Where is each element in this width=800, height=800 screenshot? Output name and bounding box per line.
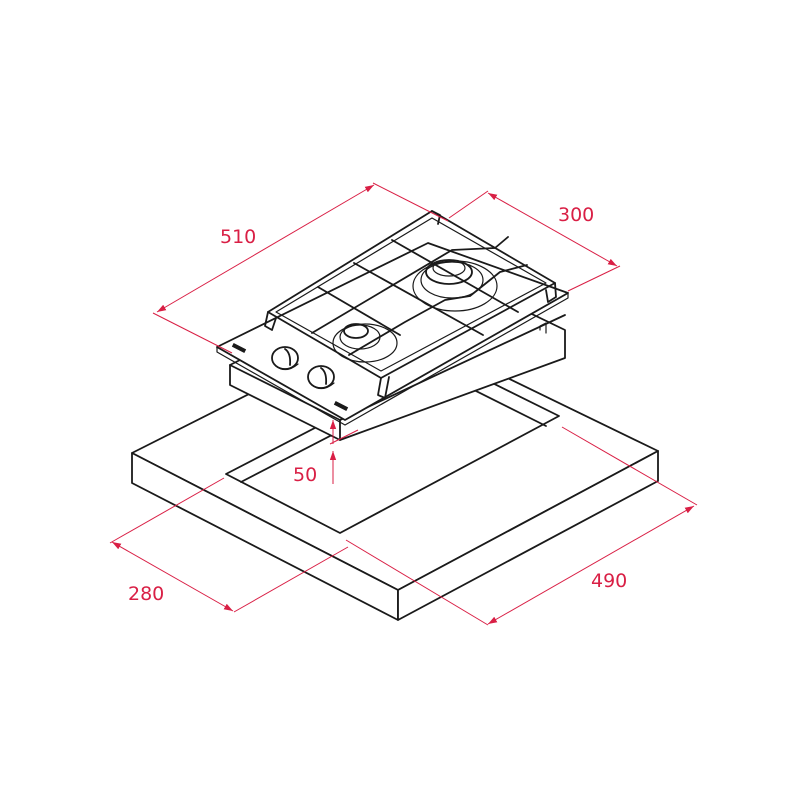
dimension-300: 300 — [448, 190, 621, 292]
dimension-280: 280 — [109, 477, 349, 613]
control-strip-mark-left — [231, 343, 247, 353]
gas-hob — [216, 210, 569, 441]
dimension-label-510: 510 — [220, 226, 256, 248]
control-knob-1 — [271, 346, 299, 371]
dimension-510: 510 — [152, 182, 449, 354]
dimension-50: 50 — [293, 420, 359, 486]
dimension-label-50: 50 — [293, 464, 317, 486]
dimension-label-280: 280 — [128, 583, 164, 605]
control-knob-2 — [307, 365, 335, 390]
dimension-label-300: 300 — [558, 204, 594, 226]
dimension-490: 490 — [345, 426, 698, 626]
dimension-label-490: 490 — [591, 570, 627, 592]
control-strip-mark-right — [333, 401, 349, 411]
